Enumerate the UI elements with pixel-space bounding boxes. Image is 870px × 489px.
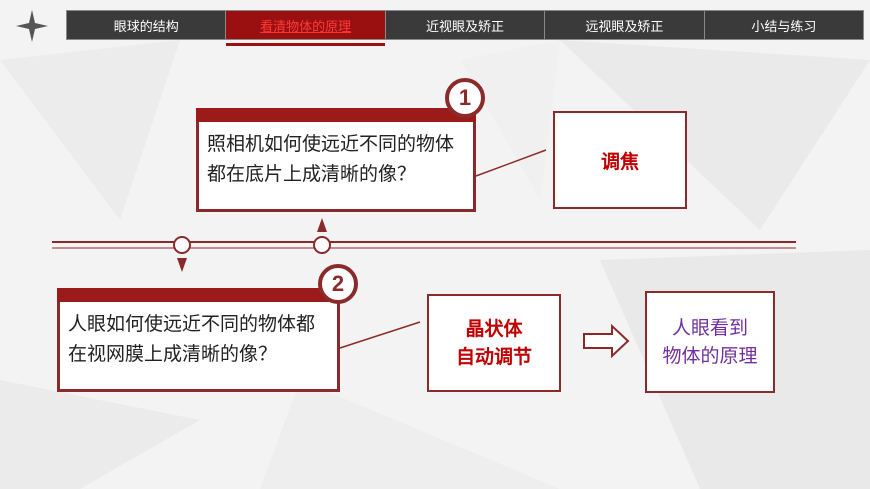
answer-text-2: 晶状体 自动调节 bbox=[455, 318, 532, 368]
tab-label: 近视眼及矫正 bbox=[426, 19, 505, 35]
result-box: 人眼看到 物体的原理 bbox=[645, 291, 775, 393]
result-text: 人眼看到 物体的原理 bbox=[662, 317, 758, 367]
step-number-2: 2 bbox=[318, 264, 358, 304]
tab-label: 远视眼及矫正 bbox=[585, 19, 664, 35]
tab-label: 看清物体的原理 bbox=[260, 19, 352, 35]
question-text-1: 照相机如何使远近不同的物体都在底片上成清晰的像？ bbox=[207, 133, 455, 185]
four-point-star-icon bbox=[16, 10, 48, 42]
question-text-2: 人眼如何使远近不同的物体都在视网膜上成清晰的像？ bbox=[68, 313, 316, 365]
answer-box-1: 调焦 bbox=[553, 111, 687, 209]
question-box-2: 人眼如何使远近不同的物体都在视网膜上成清晰的像？ bbox=[57, 288, 340, 392]
step-number-1: 1 bbox=[445, 78, 485, 118]
tab-seeing-principle[interactable]: 看清物体的原理 bbox=[226, 10, 386, 46]
tab-eyeball-structure[interactable]: 眼球的结构 bbox=[66, 10, 227, 40]
tab-hyperopia[interactable]: 远视眼及矫正 bbox=[545, 10, 705, 40]
tab-label: 小结与练习 bbox=[751, 19, 817, 35]
answer-text-1: 调焦 bbox=[600, 150, 639, 173]
question-box-header bbox=[196, 108, 476, 122]
question-box-1: 照相机如何使远近不同的物体都在底片上成清晰的像？ bbox=[196, 108, 476, 212]
question-box-header bbox=[57, 288, 340, 302]
top-navigation: 眼球的结构 看清物体的原理 近视眼及矫正 远视眼及矫正 小结与练习 bbox=[66, 10, 865, 46]
tab-myopia[interactable]: 近视眼及矫正 bbox=[385, 10, 546, 40]
tab-summary-practice[interactable]: 小结与练习 bbox=[704, 10, 865, 40]
tab-label: 眼球的结构 bbox=[113, 19, 179, 35]
answer-box-2: 晶状体 自动调节 bbox=[427, 294, 561, 392]
